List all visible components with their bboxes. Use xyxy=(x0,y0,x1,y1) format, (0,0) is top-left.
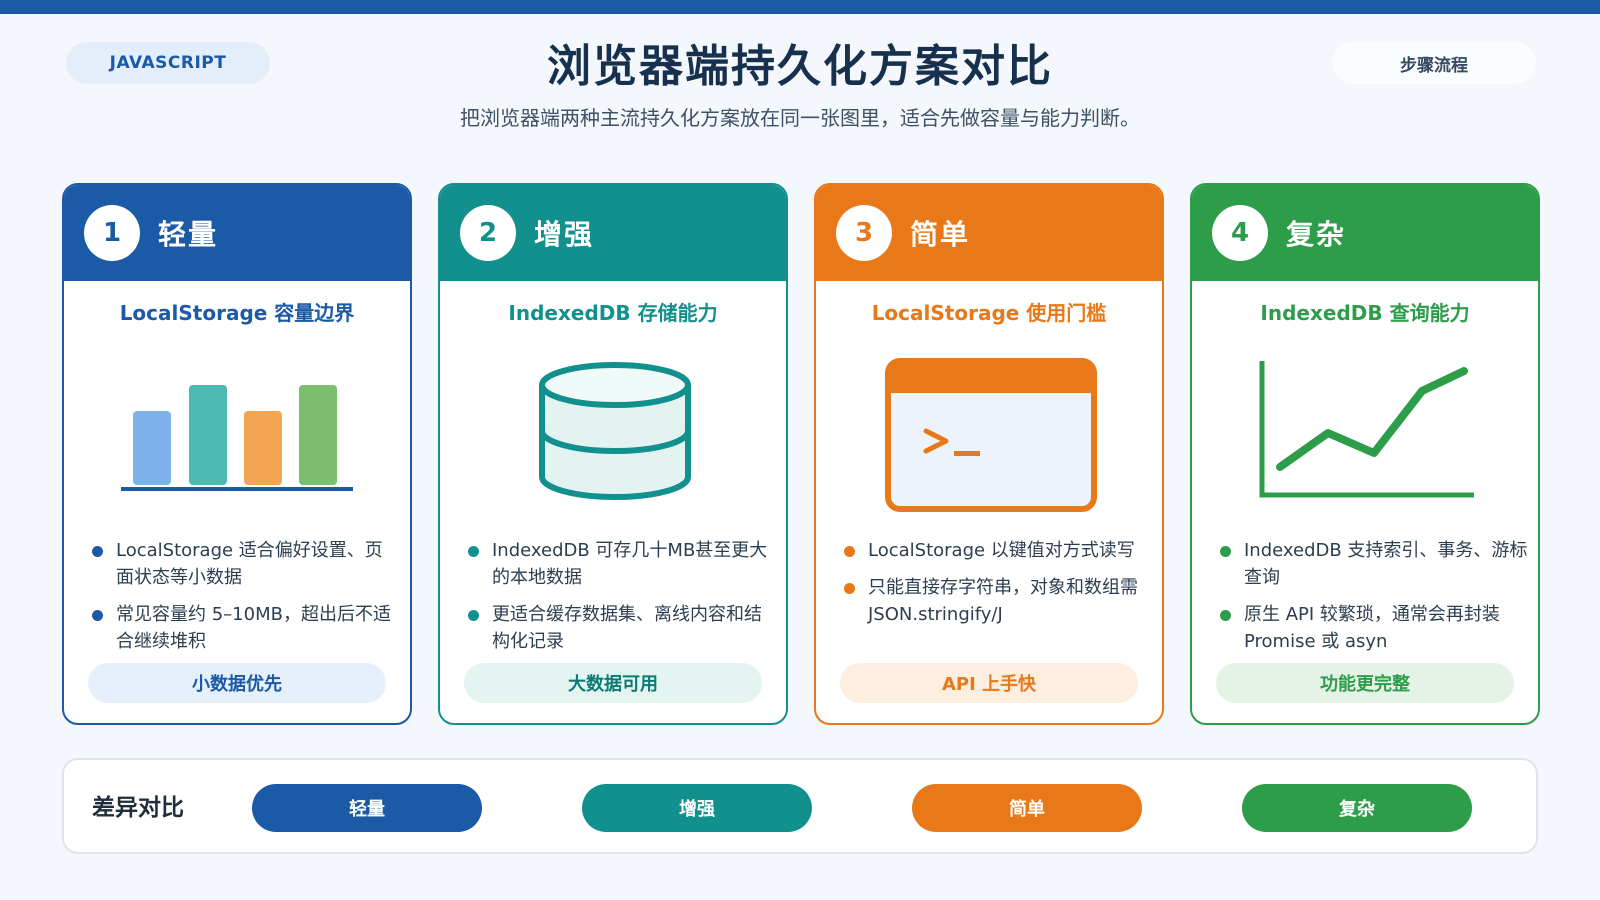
bullet-list: IndexedDB 可存几十MB甚至更大的本地数据 更适合缓存数据集、离线内容和… xyxy=(468,537,776,665)
compare-button-simple[interactable]: 简单 xyxy=(912,784,1142,832)
steps-button[interactable]: 步骤流程 xyxy=(1332,42,1536,84)
card-complex: 4 复杂 IndexedDB 查询能力 IndexedDB 支持索引、事务、游标… xyxy=(1190,183,1540,725)
compare-button-complex[interactable]: 复杂 xyxy=(1242,784,1472,832)
list-item: 只能直接存字符串，对象和数组需 JSON.stringify/J xyxy=(844,574,1152,628)
list-item: LocalStorage 以键值对方式读写 xyxy=(844,537,1152,564)
line-chart-icon xyxy=(1192,357,1538,517)
card-label: 轻量 xyxy=(158,218,219,251)
top-accent-stripe xyxy=(0,0,1600,14)
step-number: 3 xyxy=(836,205,892,261)
page-subtitle: 把浏览器端两种主流持久化方案放在同一张图里，适合先做容量与能力判断。 xyxy=(460,106,1140,130)
list-item: IndexedDB 支持索引、事务、游标查询 xyxy=(1220,537,1528,591)
bullet-list: LocalStorage 适合偏好设置、页面状态等小数据 常见容量约 5–10M… xyxy=(92,537,400,665)
comparison-label: 差异对比 xyxy=(92,795,184,821)
comparison-bar: 差异对比 轻量 增强 简单 复杂 xyxy=(62,758,1538,854)
list-item: LocalStorage 适合偏好设置、页面状态等小数据 xyxy=(92,537,400,591)
database-icon xyxy=(440,357,786,517)
bullet-list: LocalStorage 以键值对方式读写 只能直接存字符串，对象和数组需 JS… xyxy=(844,537,1152,638)
card-header: 4 复杂 xyxy=(1192,185,1538,281)
terminal-window-icon xyxy=(816,357,1162,517)
card-summary-pill: 功能更完整 xyxy=(1216,663,1514,703)
card-label: 增强 xyxy=(534,218,595,251)
step-number: 1 xyxy=(84,205,140,261)
list-item: IndexedDB 可存几十MB甚至更大的本地数据 xyxy=(468,537,776,591)
step-number: 2 xyxy=(460,205,516,261)
list-item: 更适合缓存数据集、离线内容和结构化记录 xyxy=(468,601,776,655)
step-number: 4 xyxy=(1212,205,1268,261)
card-subtitle: IndexedDB 存储能力 xyxy=(508,301,718,325)
card-header: 3 简单 xyxy=(816,185,1162,281)
card-summary-pill: 大数据可用 xyxy=(464,663,762,703)
card-label: 简单 xyxy=(910,218,971,251)
card-subtitle: LocalStorage 使用门槛 xyxy=(871,301,1107,325)
page-title: 浏览器端持久化方案对比 xyxy=(547,41,1053,92)
category-tag: JAVASCRIPT xyxy=(66,42,270,84)
bullet-list: IndexedDB 支持索引、事务、游标查询 原生 API 较繁琐，通常会再封装… xyxy=(1220,537,1528,665)
bar-chart-icon xyxy=(64,357,410,517)
card-summary-pill: 小数据优先 xyxy=(88,663,386,703)
card-simple: 3 简单 LocalStorage 使用门槛 LocalStorage 以键值对… xyxy=(814,183,1164,725)
card-summary-pill: API 上手快 xyxy=(840,663,1138,703)
list-item: 常见容量约 5–10MB，超出后不适合继续堆积 xyxy=(92,601,400,655)
list-item: 原生 API 较繁琐，通常会再封装 Promise 或 asyn xyxy=(1220,601,1528,655)
compare-button-lightweight[interactable]: 轻量 xyxy=(252,784,482,832)
compare-button-enhanced[interactable]: 增强 xyxy=(582,784,812,832)
card-header: 1 轻量 xyxy=(64,185,410,281)
card-label: 复杂 xyxy=(1286,218,1347,251)
card-subtitle: IndexedDB 查询能力 xyxy=(1260,301,1470,325)
card-subtitle: LocalStorage 容量边界 xyxy=(119,301,355,325)
card-enhanced: 2 增强 IndexedDB 存储能力 IndexedDB 可存几十MB甚至更大… xyxy=(438,183,788,725)
card-header: 2 增强 xyxy=(440,185,786,281)
card-lightweight: 1 轻量 LocalStorage 容量边界 LocalStorage 适合偏好… xyxy=(62,183,412,725)
